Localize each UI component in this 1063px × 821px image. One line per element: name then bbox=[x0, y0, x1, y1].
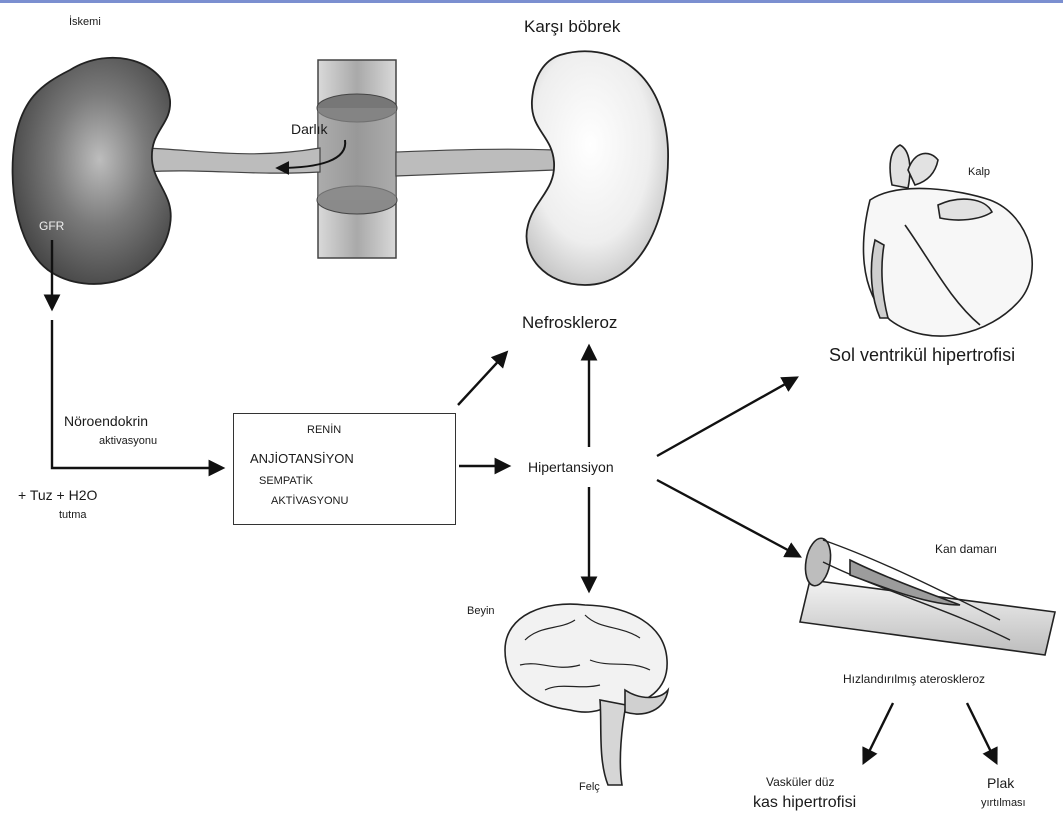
label-beyin: Beyin bbox=[467, 606, 495, 617]
label-hipertansiyon: Hipertansiyon bbox=[528, 460, 614, 474]
label-iskemi: İskemi bbox=[69, 17, 101, 28]
label-karsi-bobrek: Karşı böbrek bbox=[524, 18, 620, 35]
ischemic-kidney bbox=[13, 58, 171, 284]
label-kas-hipertrofisi: kas hipertrofisi bbox=[753, 795, 856, 811]
label-plak: Plak bbox=[987, 776, 1014, 790]
label-vaskuler-duz: Vasküler düz bbox=[766, 776, 834, 788]
heart-illustration bbox=[863, 145, 1032, 336]
brain-illustration bbox=[505, 604, 668, 785]
label-tuz-h2o: + Tuz + H2O bbox=[18, 488, 97, 502]
label-gfr: GFR bbox=[39, 220, 64, 232]
label-sempatik-aktivasyonu: AKTİVASYONU bbox=[271, 496, 348, 507]
label-aktivasyonu: aktivasyonu bbox=[99, 436, 157, 447]
label-sempatik: SEMPATİK bbox=[259, 476, 313, 487]
label-felc: Felç bbox=[579, 782, 600, 793]
label-noroendokrin: Nöroendokrin bbox=[64, 414, 148, 428]
label-sol-ventrikul-hipertrofisi: Sol ventrikül hipertrofisi bbox=[829, 346, 1015, 364]
label-anjiotansiyon: ANJİOTANSİYON bbox=[250, 452, 354, 465]
label-nefroskleroz: Nefroskleroz bbox=[522, 314, 617, 331]
label-hizlandirilmis-ateroskleroz: Hızlandırılmış ateroskleroz bbox=[843, 673, 985, 685]
label-yirtilmasi: yırtılması bbox=[981, 798, 1026, 809]
label-tutma: tutma bbox=[59, 510, 87, 521]
blood-vessel-illustration bbox=[800, 536, 1055, 655]
mechanism-box bbox=[233, 413, 456, 525]
aorta bbox=[317, 60, 397, 258]
label-kalp: Kalp bbox=[968, 167, 990, 178]
label-kan-damari: Kan damarı bbox=[935, 543, 997, 555]
label-darlik: Darlık bbox=[291, 122, 328, 136]
label-renin: RENİN bbox=[307, 425, 341, 436]
